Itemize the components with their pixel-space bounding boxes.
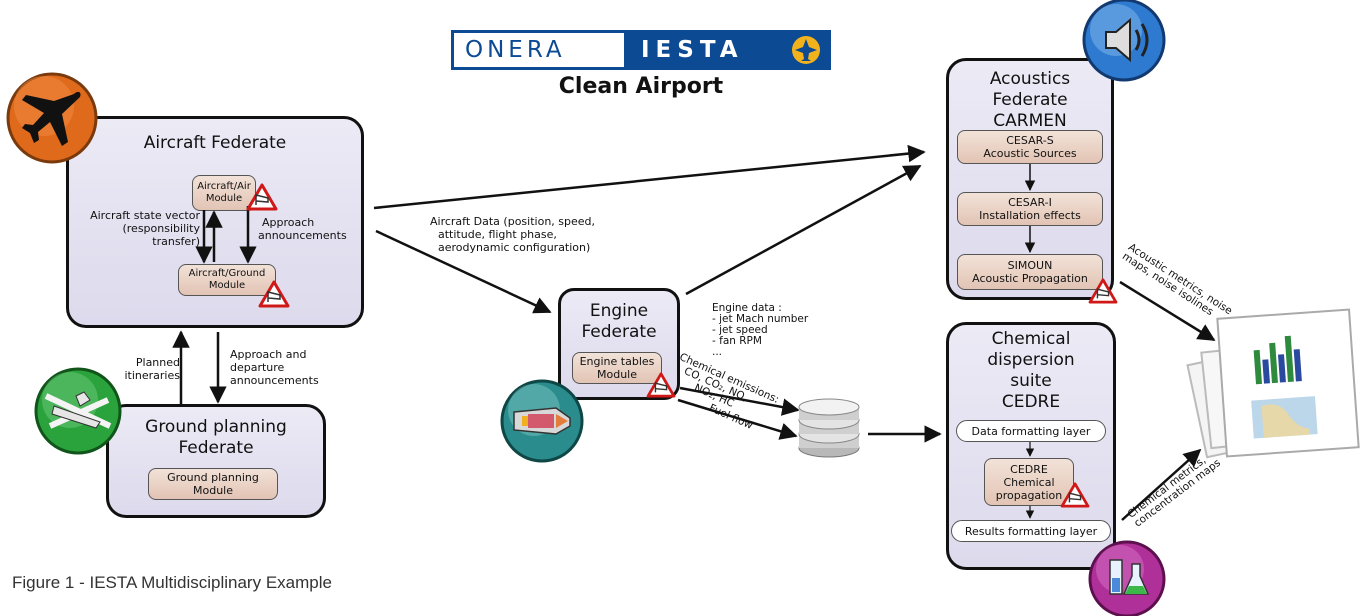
ground-module-line1: Ground planning — [167, 471, 259, 484]
cesar-i-module: CESAR-I Installation effects — [957, 192, 1103, 226]
engine-tables-module: Engine tables Module — [572, 352, 662, 384]
engine-federate-title: Engine Federate — [561, 301, 677, 343]
acoustics-title-line2: Federate — [992, 90, 1068, 110]
arrow-engine-to-database — [679, 386, 800, 416]
engine-title-line2: Federate — [581, 322, 657, 342]
windsock-warning-icon — [258, 280, 290, 308]
arrow-chemical-to-report — [1121, 448, 1202, 521]
aircraft-data-line2: attitude, flight phase, — [438, 228, 557, 241]
approach-departure-line1: Approach and — [230, 348, 307, 361]
state-vector-line3: transfer) — [152, 235, 200, 248]
engine-title-line1: Engine — [589, 301, 649, 321]
results-formatting-layer: Results formatting layer — [951, 520, 1111, 542]
data-formatting-text: Data formatting layer — [971, 424, 1091, 438]
aircraft-ground-module-line2: Module — [208, 280, 246, 291]
cedre-line1: CEDRE — [1010, 462, 1048, 476]
state-vector-line1: Aircraft state vector — [90, 209, 200, 222]
aircraft-data-line3: aerodynamic configuration) — [438, 241, 591, 254]
aircraft-air-module-line2: Module — [205, 193, 243, 204]
chemistry-flask-icon — [1088, 540, 1166, 616]
planned-line1: Planned — [135, 356, 180, 369]
chemical-title: Chemical dispersion suite CEDRE — [949, 329, 1113, 413]
aircraft-air-module: Aircraft/Air Module — [192, 175, 256, 211]
ground-planning-module: Ground planning Module — [148, 468, 278, 500]
ground-planning-title: Ground planning Federate — [109, 417, 323, 459]
state-vector-label: Aircraft state vector (responsibility tr… — [70, 209, 200, 248]
chemical-title-line2: dispersion — [987, 350, 1075, 370]
engine-data-line5: ... — [712, 346, 723, 358]
cesar-s-line1: CESAR-S — [1006, 134, 1054, 147]
cesar-s-line2: Acoustic Sources — [983, 147, 1077, 160]
aircraft-ground-module: Aircraft/Ground Module — [178, 264, 276, 296]
approach-departure-line3: announcements — [230, 374, 319, 387]
cesar-s-module: CESAR-S Acoustic Sources — [957, 130, 1103, 164]
onera-text: ONERA — [465, 37, 566, 63]
cedre-line2: Chemical — [1003, 475, 1055, 489]
database-icon — [798, 398, 860, 458]
acoustics-title-line1: Acoustics — [989, 69, 1071, 89]
windsock-warning-icon — [1060, 482, 1090, 508]
approach-departure-label: Approach and departure announcements — [230, 348, 319, 387]
cedre-chemical-propagation: CEDRE Chemical propagation — [984, 458, 1074, 506]
simoun-line2: Acoustic Propagation — [972, 272, 1088, 285]
state-vector-line2: (responsibility — [122, 222, 200, 235]
approach-line2: announcements — [258, 229, 347, 242]
cesar-i-line1: CESAR-I — [1008, 196, 1052, 209]
acoustics-title-line3: CARMEN — [993, 111, 1067, 131]
figure-caption: Figure 1 - IESTA Multidisciplinary Examp… — [12, 573, 332, 592]
arrow-engine-to-acoustics — [685, 164, 922, 296]
engine-data-line4: - fan RPM — [712, 335, 762, 347]
report-pages-icon — [1186, 308, 1360, 459]
windsock-warning-icon — [246, 183, 278, 211]
chemical-title-line3: suite — [1010, 371, 1052, 391]
ground-title-line1: Ground planning — [145, 417, 287, 437]
cedre-line3: propagation — [995, 488, 1063, 502]
page-subtitle: Clean Airport — [558, 74, 724, 99]
arrow-engine-to-database-2 — [677, 398, 798, 440]
planned-itineraries-label: Planned itineraries — [100, 356, 180, 382]
engine-data-label: Engine data : - jet Mach number - jet sp… — [712, 303, 808, 358]
cesar-i-line2: Installation effects — [979, 209, 1081, 222]
engine-module-line2: Module — [597, 368, 637, 381]
aircraft-ground-module-line1: Aircraft/Ground — [188, 268, 266, 279]
arrow-acoustics-to-report — [1119, 280, 1216, 342]
arrow-aircraft-to-acoustics — [373, 144, 926, 210]
simoun-module: SIMOUN Acoustic Propagation — [957, 254, 1103, 290]
aircraft-data-label: Aircraft Data (position, speed, attitude… — [430, 215, 595, 254]
engine-data-line1: Engine data : — [712, 302, 782, 314]
arrow-aircraft-to-engine — [375, 229, 552, 314]
ground-module-line2: Module — [193, 484, 233, 497]
results-formatting-text: Results formatting layer — [964, 524, 1098, 538]
engine-module-line1: Engine tables — [579, 355, 655, 368]
aircraft-air-module-line1: Aircraft/Air — [197, 181, 251, 192]
chemical-title-line1: Chemical — [991, 329, 1071, 349]
simoun-line1: SIMOUN — [1007, 259, 1053, 272]
speaker-icon — [1082, 0, 1166, 82]
jet-engine-icon — [500, 379, 584, 463]
acoustics-title: Acoustics Federate CARMEN — [949, 69, 1111, 132]
chemical-title-line4: CEDRE — [1001, 392, 1061, 412]
windsock-warning-icon — [1088, 278, 1118, 304]
iesta-text: IESTA — [641, 37, 744, 63]
data-formatting-layer: Data formatting layer — [956, 420, 1106, 442]
aircraft-federate-title: Aircraft Federate — [143, 133, 287, 153]
windsock-warning-icon — [646, 372, 676, 398]
approach-departure-line2: departure — [230, 361, 285, 374]
engine-data-line2: - jet Mach number — [712, 313, 809, 325]
approach-announcements-label: Approach announcements — [258, 216, 347, 242]
engine-data-line3: - jet speed — [712, 324, 768, 336]
airplane-icon — [6, 72, 98, 164]
approach-line1: Approach — [262, 216, 315, 229]
onera-iesta-logo: ONERA IESTA — [451, 30, 831, 70]
planned-line2: itineraries — [124, 369, 180, 382]
ground-title-line2: Federate — [178, 438, 254, 458]
aircraft-data-line1: Aircraft Data (position, speed, — [430, 215, 596, 228]
airport-icon — [34, 367, 122, 455]
